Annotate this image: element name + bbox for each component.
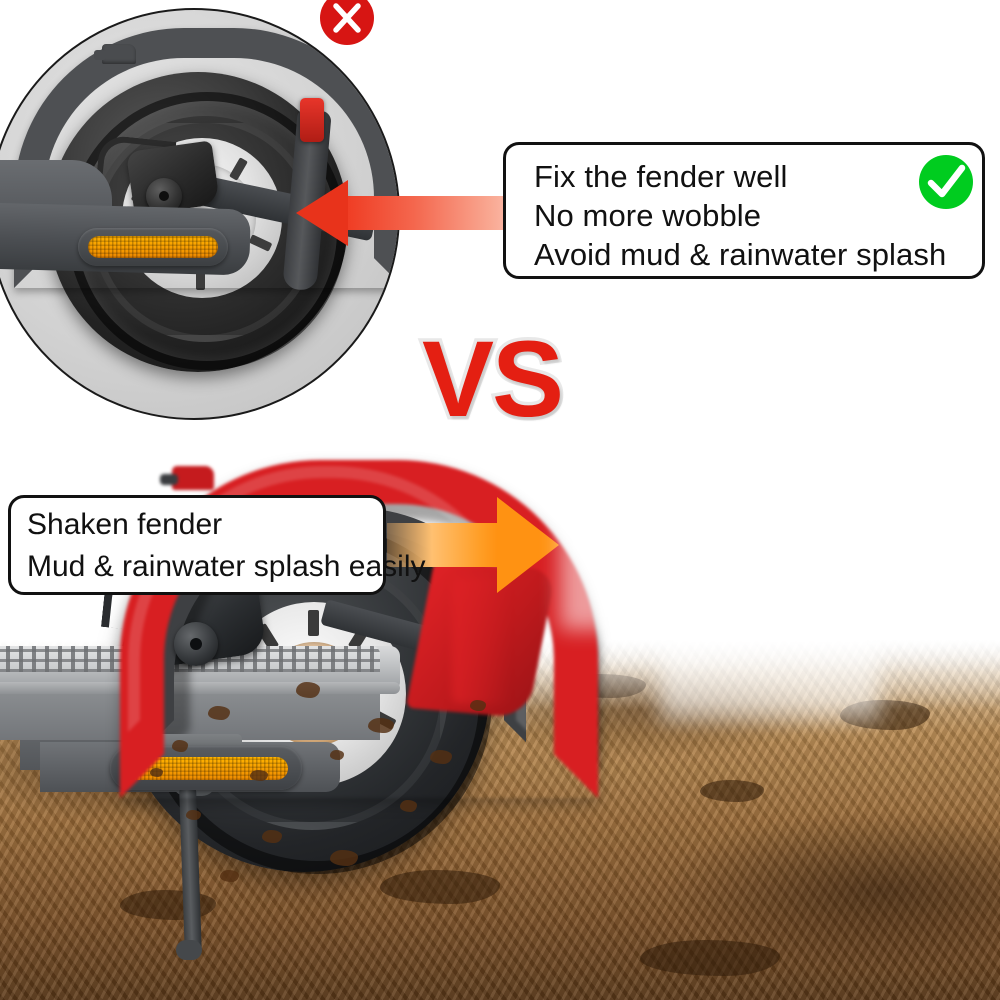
bad-callout-line-2: Mud & rainwater splash easily (27, 550, 426, 583)
red-fender-motion-ghost (452, 578, 510, 704)
inset-scene (0, 10, 398, 418)
inset-fender-tab (94, 44, 136, 64)
kickstand-foot (176, 940, 202, 960)
good-callout-line-2: No more wobble (534, 198, 762, 233)
red-fender-tab (160, 466, 214, 490)
good-callout-text: Fix the fender well No more wobble Avoid… (534, 157, 946, 274)
good-callout-line-1: Fix the fender well (534, 159, 788, 194)
bad-callout-box: Shaken fender Mud & rainwater splash eas… (8, 495, 426, 595)
inset-reflector-housing (78, 228, 228, 266)
bad-callout-text: Shaken fender Mud & rainwater splash eas… (27, 504, 426, 588)
inset-tail-light (300, 98, 324, 142)
red-x-icon (320, 0, 374, 45)
good-callout-box: Fix the fender well No more wobble Avoid… (503, 142, 985, 279)
green-check-icon (919, 155, 973, 209)
bad-arrow (387, 497, 559, 593)
inset-reflector (88, 236, 218, 258)
bad-arrow-shaft (387, 523, 505, 567)
vs-label: VS (418, 318, 567, 439)
bad-callout-line-1: Shaken fender (27, 508, 223, 541)
good-callout-line-3: Avoid mud & rainwater splash (534, 237, 947, 272)
right-arrow-icon (497, 497, 559, 593)
good-fender-closeup-inset (0, 8, 400, 420)
